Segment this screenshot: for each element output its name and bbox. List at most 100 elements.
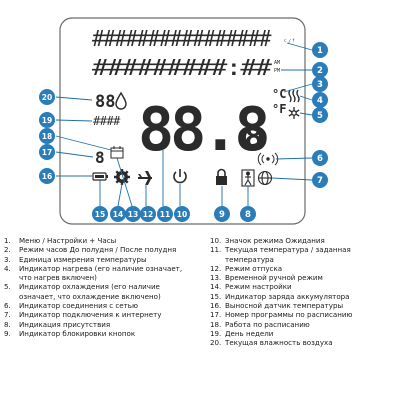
callout-badge-20: 20: [39, 89, 55, 105]
legend-item-number: 15.: [210, 291, 222, 301]
callout-badge-number: 5: [317, 111, 323, 121]
legend-item-text: Значок режима Ожидания: [225, 236, 325, 245]
holiday-airplane-icon: [138, 171, 152, 185]
callout-badge-number: 2: [317, 66, 323, 76]
legend-item-text: Индикатор заряда аккумулятора: [225, 291, 350, 301]
remote-sensor-icon: [92, 172, 108, 181]
legend-item-text: Временной ручной режим: [225, 273, 323, 283]
callout-badge-11: 11: [157, 206, 173, 222]
legend-item-number: 18.: [210, 319, 222, 329]
legend-item: 18.Работа по расписанию: [210, 320, 400, 329]
callout-badge-15: 15: [92, 206, 108, 222]
callout-badge-number: 16: [42, 172, 52, 181]
callout-badge-number: 13: [128, 210, 138, 219]
legend-item-number: 4.: [4, 263, 11, 273]
legend-item-text: Индикатор соединения с сетью: [19, 301, 138, 311]
callout-badge-number: 20: [42, 93, 52, 102]
legend-item: 8.Индикация присутствия: [4, 320, 204, 329]
legend-item: 19.День недели: [210, 329, 400, 338]
legend-item: 15.Индикатор заряда аккумулятора: [210, 292, 400, 301]
humidity-drop-icon: [115, 91, 127, 110]
legend-item: 10.Значок режима Ожидания: [210, 236, 400, 245]
callout-badge-number: 4: [317, 96, 323, 106]
callout-badge-16: 16: [39, 168, 55, 184]
legend-item: 20.Текущая влажность воздуха: [210, 338, 400, 347]
day-of-week-digit: 8: [95, 148, 105, 167]
celsius-label: °C: [272, 87, 286, 101]
legend-item-number: 12.: [210, 263, 222, 273]
legend-item-text: Индикатор охлаждения (его наличие: [19, 282, 160, 292]
top-segment-row: ################: [92, 27, 272, 52]
lcd-frame: [59, 17, 306, 225]
program-segment-right: 8: [244, 118, 263, 156]
callout-badge-10: 10: [174, 206, 190, 222]
callout-badge-number: 12: [143, 210, 153, 219]
legend-item-number: 11.: [210, 245, 222, 255]
callout-badge-number: 18: [42, 132, 52, 141]
callout-badge-number: 17: [42, 148, 52, 157]
callout-badge-13: 13: [125, 206, 141, 222]
legend-item-number: 6.: [4, 301, 11, 311]
callout-badge-2: 2: [312, 62, 328, 78]
legend-item-text: означает, что охлаждение включено): [19, 291, 161, 301]
legend-item: 6. Индикатор соединения с сетью: [4, 301, 204, 310]
legend-item-number: 1.: [4, 236, 11, 245]
callout-badge-number: 6: [317, 154, 323, 164]
legend-item: 13.Временной ручной режим: [210, 273, 400, 282]
legend-item-number: 5.: [4, 282, 11, 292]
legend-item-text: Режим отпуска: [225, 263, 283, 273]
callout-badge-number: 19: [42, 116, 52, 125]
lcd-diagram: ################ #########:## AM PM ᶜ⁄ᶠ …: [39, 17, 328, 225]
legend-item-number: 9.: [4, 328, 11, 338]
legend-item-number: 17.: [210, 310, 222, 320]
callout-badge-number: 14: [113, 210, 123, 219]
standby-icon: [173, 169, 187, 184]
legend-item: 14.Режим настройки: [210, 282, 400, 291]
callout-badge-18: 18: [39, 128, 55, 144]
presence-icon: [241, 169, 255, 187]
legend-item-text: Индикатор нагрева (его наличие означает,: [19, 263, 183, 273]
callout-badge-1: 1: [312, 42, 328, 58]
fahrenheit-label: °F: [272, 102, 286, 116]
legend-item-text: Текущая температура / заданная температу…: [225, 245, 351, 264]
callout-badge-number: 15: [95, 210, 105, 219]
legend-item: 5. Индикатор охлаждения (его наличие: [4, 282, 204, 291]
internet-globe-icon: [257, 170, 273, 186]
legend-item: 12.Режим отпуска: [210, 264, 400, 273]
legend-item-text: Номер программы по расписанию: [225, 310, 353, 320]
callout-badge-8: 8: [240, 206, 256, 222]
legend-item: 1. Меню / Настройки + Часы: [4, 236, 204, 245]
leader-lines: [55, 42, 313, 207]
callout-badge-number: 7: [317, 176, 323, 186]
day-of-week-segments: ####: [93, 114, 121, 128]
legend-item: 16.Выносной датчик температуры: [210, 301, 400, 310]
callout-badge-12: 12: [140, 206, 156, 222]
legend-item: что нагрев включен): [4, 273, 204, 282]
callout-badge-9: 9: [214, 206, 230, 222]
legend-item-text: Работа по расписанию: [225, 319, 310, 329]
pm-label: PM: [274, 68, 280, 74]
legend-item: означает, что охлаждение включено): [4, 292, 204, 301]
humidity-digits: 88: [95, 92, 115, 112]
schedule-calendar-icon: [110, 146, 124, 159]
menu-clock-symbol: ᶜ⁄ᶠ: [283, 38, 296, 46]
keypad-lock-icon: [216, 168, 227, 185]
callout-badge-number: 3: [317, 80, 323, 90]
legend-item-number: 13.: [210, 273, 222, 283]
legend-item-text: Меню / Настройки + Часы: [19, 236, 117, 245]
network-connection-icon: [257, 152, 279, 166]
legend-item-number: 16.: [210, 301, 222, 311]
legend-item-text: День недели: [225, 328, 274, 338]
legend-item: 11.Текущая температура / заданная темпер…: [210, 245, 400, 264]
callout-badge-number: 11: [160, 210, 170, 219]
callout-badge-17: 17: [39, 144, 55, 160]
legend-item-number: 7.: [4, 310, 11, 320]
callout-badge-number: 8: [245, 210, 251, 220]
callout-badge-7: 7: [312, 172, 328, 188]
legend-item-number: 8.: [4, 319, 11, 329]
legend-item: 4. Индикатор нагрева (его наличие означае…: [4, 264, 204, 273]
legend-item: 9.Индикатор блокировки кнопок: [4, 329, 204, 338]
callout-badge-14: 14: [110, 206, 126, 222]
